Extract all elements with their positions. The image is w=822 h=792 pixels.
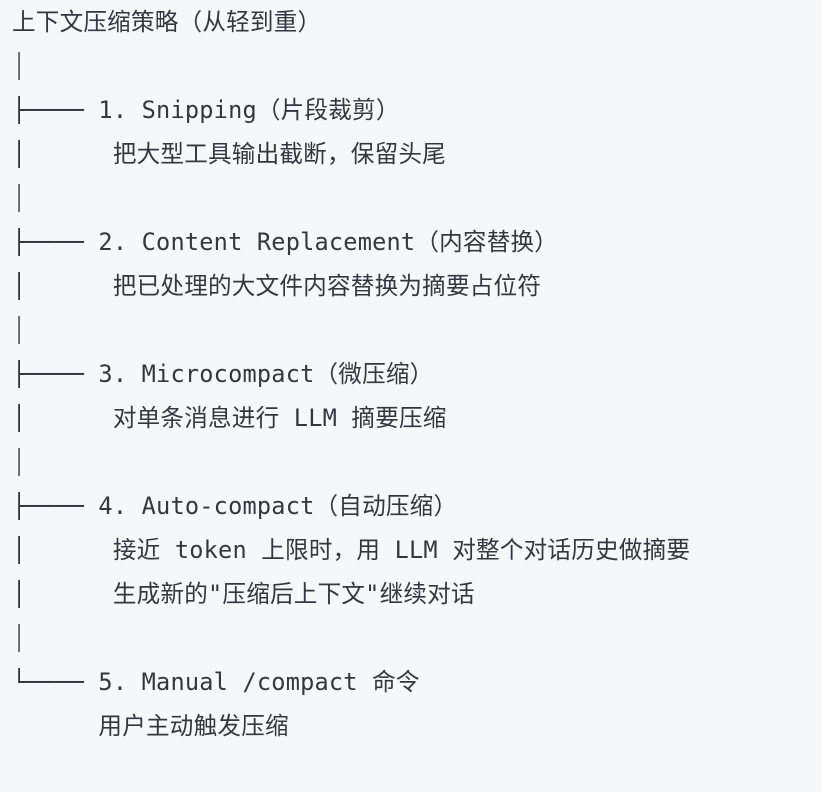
strategy-2-description: │ 把已处理的大文件内容替换为摘要占位符 xyxy=(12,272,542,300)
document-title: 上下文压缩策略（从轻到重） xyxy=(12,8,322,36)
tree-connector-line: │ xyxy=(12,448,27,476)
tree-connector-line: │ xyxy=(12,624,27,652)
strategy-4-heading: ├──── 4. Auto-compact（自动压缩） xyxy=(12,492,458,520)
strategy-1-heading: ├──── 1. Snipping（片段裁剪） xyxy=(12,96,400,124)
code-block: 上下文压缩策略（从轻到重） │ ├──── 1. Snipping（片段裁剪） … xyxy=(12,8,691,740)
strategy-4-description-line-1: │ 接近 token 上限时，用 LLM 对整个对话历史做摘要 xyxy=(12,536,691,564)
tree-connector-line: │ xyxy=(12,316,27,344)
strategy-4-description-line-2: │ 生成新的"压缩后上下文"继续对话 xyxy=(12,580,475,608)
tree-connector-line: │ xyxy=(12,52,27,80)
strategy-2-heading: ├──── 2. Content Replacement（内容替换） xyxy=(12,228,559,256)
strategy-3-heading: ├──── 3. Microcompact（微压缩） xyxy=(12,360,434,388)
strategy-5-heading: └──── 5. Manual /compact 命令 xyxy=(12,668,420,696)
strategy-5-description: 用户主动触发压缩 xyxy=(12,712,289,740)
strategy-1-description: │ 把大型工具输出截断，保留头尾 xyxy=(12,140,446,168)
strategy-3-description: │ 对单条消息进行 LLM 摘要压缩 xyxy=(12,404,447,432)
tree-connector-line: │ xyxy=(12,184,27,212)
